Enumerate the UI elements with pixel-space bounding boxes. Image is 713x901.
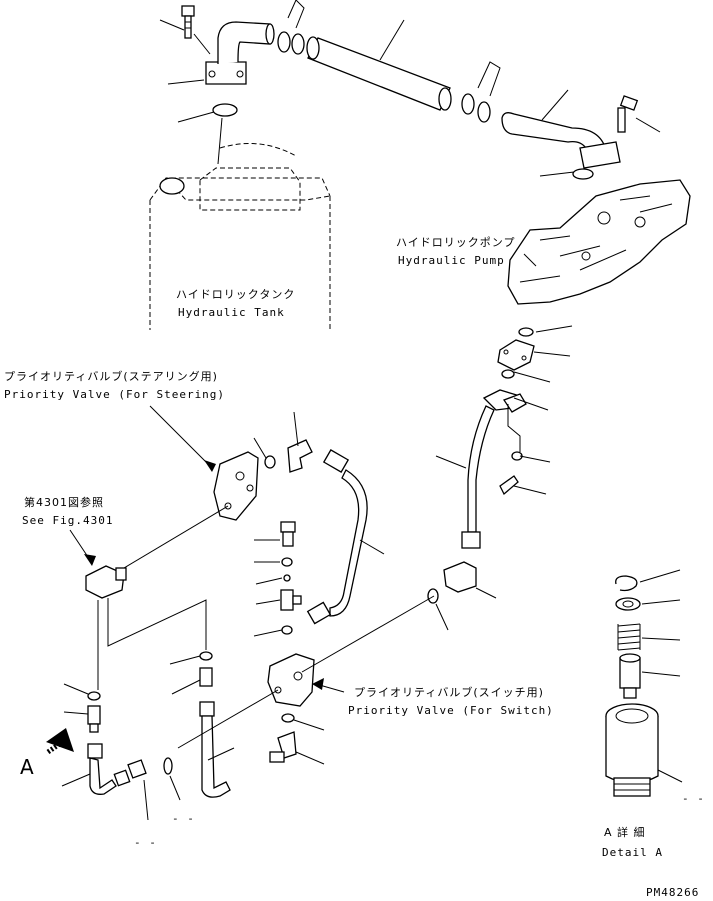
pump-outlet-oring (518, 327, 534, 337)
view-a-arrow (46, 728, 74, 755)
tank-oring (212, 103, 238, 117)
drawing-number: PM48266 (646, 886, 699, 899)
hydraulic-tank-label-jp: ハイドロリックタンク (176, 288, 295, 301)
hose-clamps-upper (277, 0, 305, 55)
middle-pipe (199, 701, 231, 798)
see-fig-label-jp: 第4301図参照 (24, 495, 104, 509)
view-a-label: A (20, 755, 34, 779)
stack-small-ring (283, 574, 291, 582)
stack-oring-2 (281, 625, 293, 635)
union-fitting (113, 759, 147, 787)
pump-bolt (617, 95, 639, 133)
hydraulic-tank-label-en: Hydraulic Tank (178, 306, 285, 319)
washer-and-bolt (499, 451, 523, 496)
priority-valve-steering-label-jp: プライオリティバルブ(ステアリング用) (4, 369, 218, 383)
union-oring (163, 757, 173, 775)
hydraulic-pump-label-jp: ハイドロリックポンプ (396, 236, 515, 249)
priority-valve-switch-label-jp: プライオリティバルブ(スイッチ用) (354, 685, 544, 699)
steering-elbow-fitting (287, 439, 313, 473)
detail-washer (615, 597, 641, 611)
middle-adapter (199, 667, 213, 687)
detail-a-label-en: Detail A (602, 846, 663, 859)
pump-inlet-elbow (501, 112, 621, 169)
split-flange-halves (482, 389, 527, 413)
pump-outlet-flange (497, 339, 535, 371)
detail-spring (617, 623, 641, 651)
callout-arrow-switch (312, 678, 324, 690)
callout-arrow-fig (69, 529, 96, 566)
hydraulic-tank (149, 143, 331, 330)
priority-valve-steering-label-en: Priority Valve (For Steering) (4, 388, 225, 401)
hydraulic-pump-label-en: Hydraulic Pump (398, 254, 505, 267)
switch-valve-elbow (427, 561, 477, 604)
pilot-valve-block (85, 565, 127, 599)
switch-valve-oring (281, 713, 295, 723)
priority-valve-switch (267, 653, 315, 707)
leader-lines (61, 19, 683, 821)
dash-mark-label-2: - - (134, 836, 157, 849)
hydraulic-pump (507, 179, 691, 305)
see-fig-label-en: See Fig.4301 (22, 514, 113, 527)
stack-tee-fitting (280, 589, 302, 611)
steering-hose (306, 449, 368, 625)
tank-outlet-elbow (205, 21, 275, 85)
left-adapter (87, 705, 101, 733)
left-oring (87, 691, 101, 701)
priority-valve-switch-label-en: Priority Valve (For Switch) (348, 704, 554, 717)
adapter-bolt (280, 521, 296, 547)
detail-spool (619, 653, 641, 699)
switch-valve-elbow-lower (269, 731, 297, 763)
flange-oring (501, 369, 515, 379)
left-pipe-elbow (87, 743, 117, 795)
dash-mark-label: - - (172, 812, 195, 825)
pump-oring (572, 168, 594, 180)
callout-arrow-pump (523, 253, 537, 267)
dash-mark-label-3: - - (682, 792, 705, 805)
elbow-bolt (181, 5, 195, 39)
detail-a-label-jp: A 詳 細 (604, 825, 646, 839)
suction-hose (306, 36, 452, 111)
detail-snap-ring (615, 575, 638, 592)
middle-oring (199, 651, 213, 661)
steering-valve-oring (264, 455, 276, 469)
hose-clamps-lower (461, 61, 501, 123)
stack-oring-1 (281, 557, 293, 567)
priority-valve-steering (213, 451, 259, 521)
callout-arrow-steering (149, 405, 216, 472)
pump-delivery-hose (461, 405, 495, 549)
flow-lines (97, 117, 435, 749)
detail-plug (605, 703, 659, 797)
